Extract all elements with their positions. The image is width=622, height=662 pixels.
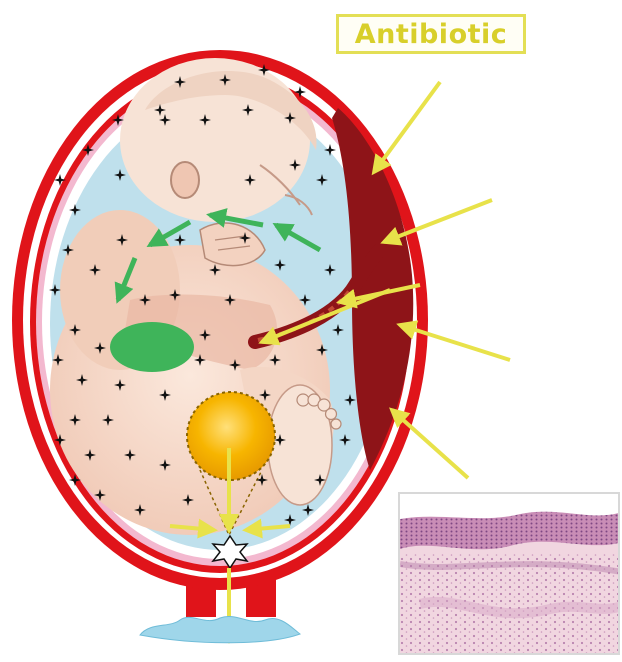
antibiotic-label-box: Antibiotic	[336, 14, 526, 54]
histology-inset	[398, 492, 620, 655]
green-marker	[110, 322, 194, 372]
histology-image	[400, 494, 620, 655]
antibiotic-label: Antibiotic	[355, 19, 508, 50]
fluid-drip	[140, 616, 300, 642]
